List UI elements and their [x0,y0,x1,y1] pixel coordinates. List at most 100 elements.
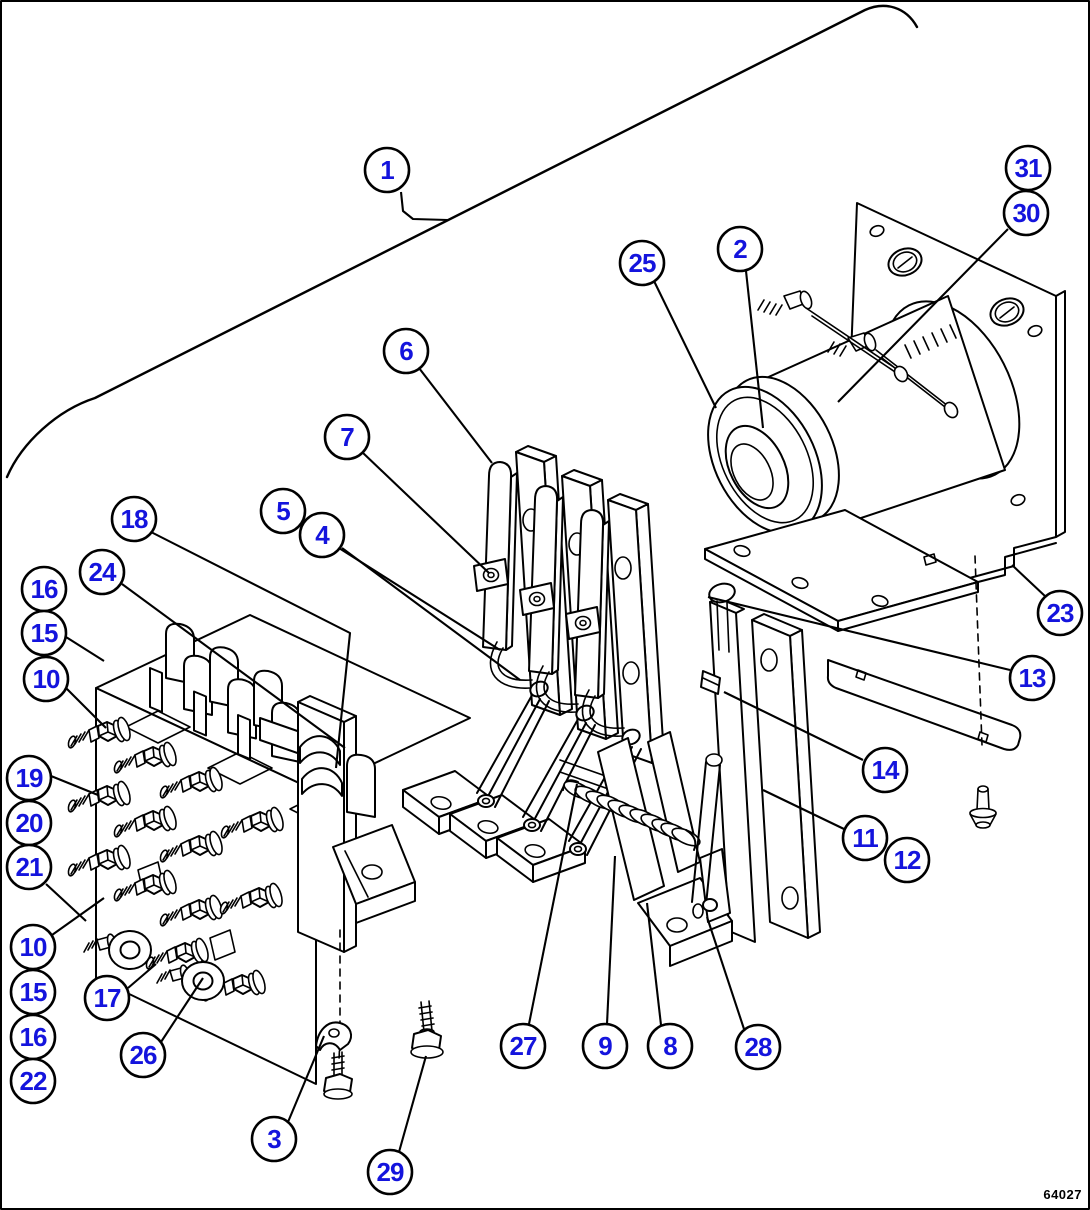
callout-14-31: 14 [723,691,909,794]
callout-number-10: 10 [20,932,47,962]
contact-finger [528,485,564,675]
callout-number-29: 29 [377,1157,404,1187]
callout-number-1: 1 [380,155,394,185]
callout-circle-6 [382,327,430,375]
terminal-board [66,614,471,1100]
callout-circle-26 [119,1031,167,1079]
leader-line-8 [645,902,663,1026]
solenoid-core [730,443,774,501]
terminal-stud-a [757,290,813,316]
callout-16-15: 16 [9,1013,57,1061]
callout-1-0: 1 [363,146,449,222]
callout-number-27: 27 [510,1031,537,1061]
callout-circle-27 [499,1022,547,1070]
callout-22-16: 22 [9,1057,57,1105]
callout-circle-2 [716,225,764,273]
leader-line-13 [707,595,1011,672]
base-hole [871,594,889,608]
leader-line-4 [341,547,521,681]
callout-29-20: 29 [366,1055,428,1196]
callout-31-27: 31 [1004,144,1052,192]
callout-circle-18 [110,495,158,543]
assembly-boundary-line [5,4,919,479]
leader-line-28 [706,916,745,1030]
board-slot [209,929,236,961]
base-hole [791,576,809,590]
rivet [969,785,997,829]
callout-circle-4 [298,511,346,559]
callout-number-25: 25 [629,248,656,278]
callout-number-28: 28 [745,1032,772,1062]
callout-circle-25 [618,239,666,287]
pivot-arm-assembly [637,582,821,967]
figure-number: 64027 [1043,1187,1082,1202]
latch-pin [700,670,721,695]
callout-4-4: 4 [298,511,521,681]
callout-circle-28 [734,1023,782,1071]
callout-10-13: 10 [9,897,105,971]
callout-number-5: 5 [276,496,290,526]
callout-circle-1 [363,146,411,194]
contact-clip [299,735,341,766]
callout-2-26: 2 [716,225,765,429]
base-slot [923,553,937,566]
leader-line-23 [1011,564,1047,598]
callout-circle-30 [1002,189,1050,237]
callout-number-15: 15 [20,977,47,1007]
board-pad [125,710,191,744]
leader-line-24 [121,583,346,749]
callout-number-3: 3 [267,1124,281,1154]
callout-number-16: 16 [20,1022,47,1052]
callout-5-3: 5 [259,487,501,651]
callout-circle-22 [9,1057,57,1105]
callout-number-8: 8 [663,1031,677,1061]
callout-number-16: 16 [31,574,58,604]
callout-circle-29 [366,1148,414,1196]
callout-15-8: 15 [20,609,105,662]
callout-number-20: 20 [16,808,43,838]
separator-wall [346,753,376,818]
leader-line-6 [418,367,493,464]
bracket-hole [869,224,885,238]
callout-7-2: 7 [323,413,490,574]
callout-number-21: 21 [16,852,43,882]
link-arm [691,761,721,906]
leader-line-11 [762,789,845,830]
callout-10-9: 10 [22,655,107,729]
strip-hole [977,731,989,743]
leader-line-25 [653,280,717,409]
leader-line-9 [605,855,617,1025]
callout-25-25: 25 [618,239,717,409]
leader-line-14 [723,691,864,761]
callout-circle-10 [22,655,70,703]
leader-line-17 [127,963,157,989]
terminal-straps [805,307,959,419]
shim-strip [826,555,1022,829]
callout-circle-9 [581,1022,629,1070]
base-hole [733,544,751,558]
callout-number-7: 7 [340,422,354,452]
callout-number-18: 18 [121,504,148,534]
callout-11-32: 11 [762,789,889,862]
callout-24-6: 24 [78,548,346,749]
leader-line-26 [160,977,204,1043]
callout-circle-11 [841,814,889,862]
callout-number-10: 10 [33,664,60,694]
callout-21-12: 21 [5,843,87,922]
callout-number-31: 31 [1015,153,1042,183]
leader-line-27 [527,783,579,1025]
callout-circle-5 [259,487,307,535]
callout-number-12: 12 [894,845,921,875]
callout-number-17: 17 [94,983,121,1013]
callout-9-22: 9 [581,855,629,1070]
callout-23-29: 23 [1011,564,1084,637]
callout-12-33: 12 [883,836,931,884]
callout-number-19: 19 [16,763,43,793]
callout-circle-7 [323,413,371,461]
leader-line-3 [287,1035,325,1123]
callout-circle-14 [861,746,909,794]
callout-number-9: 9 [598,1031,612,1061]
